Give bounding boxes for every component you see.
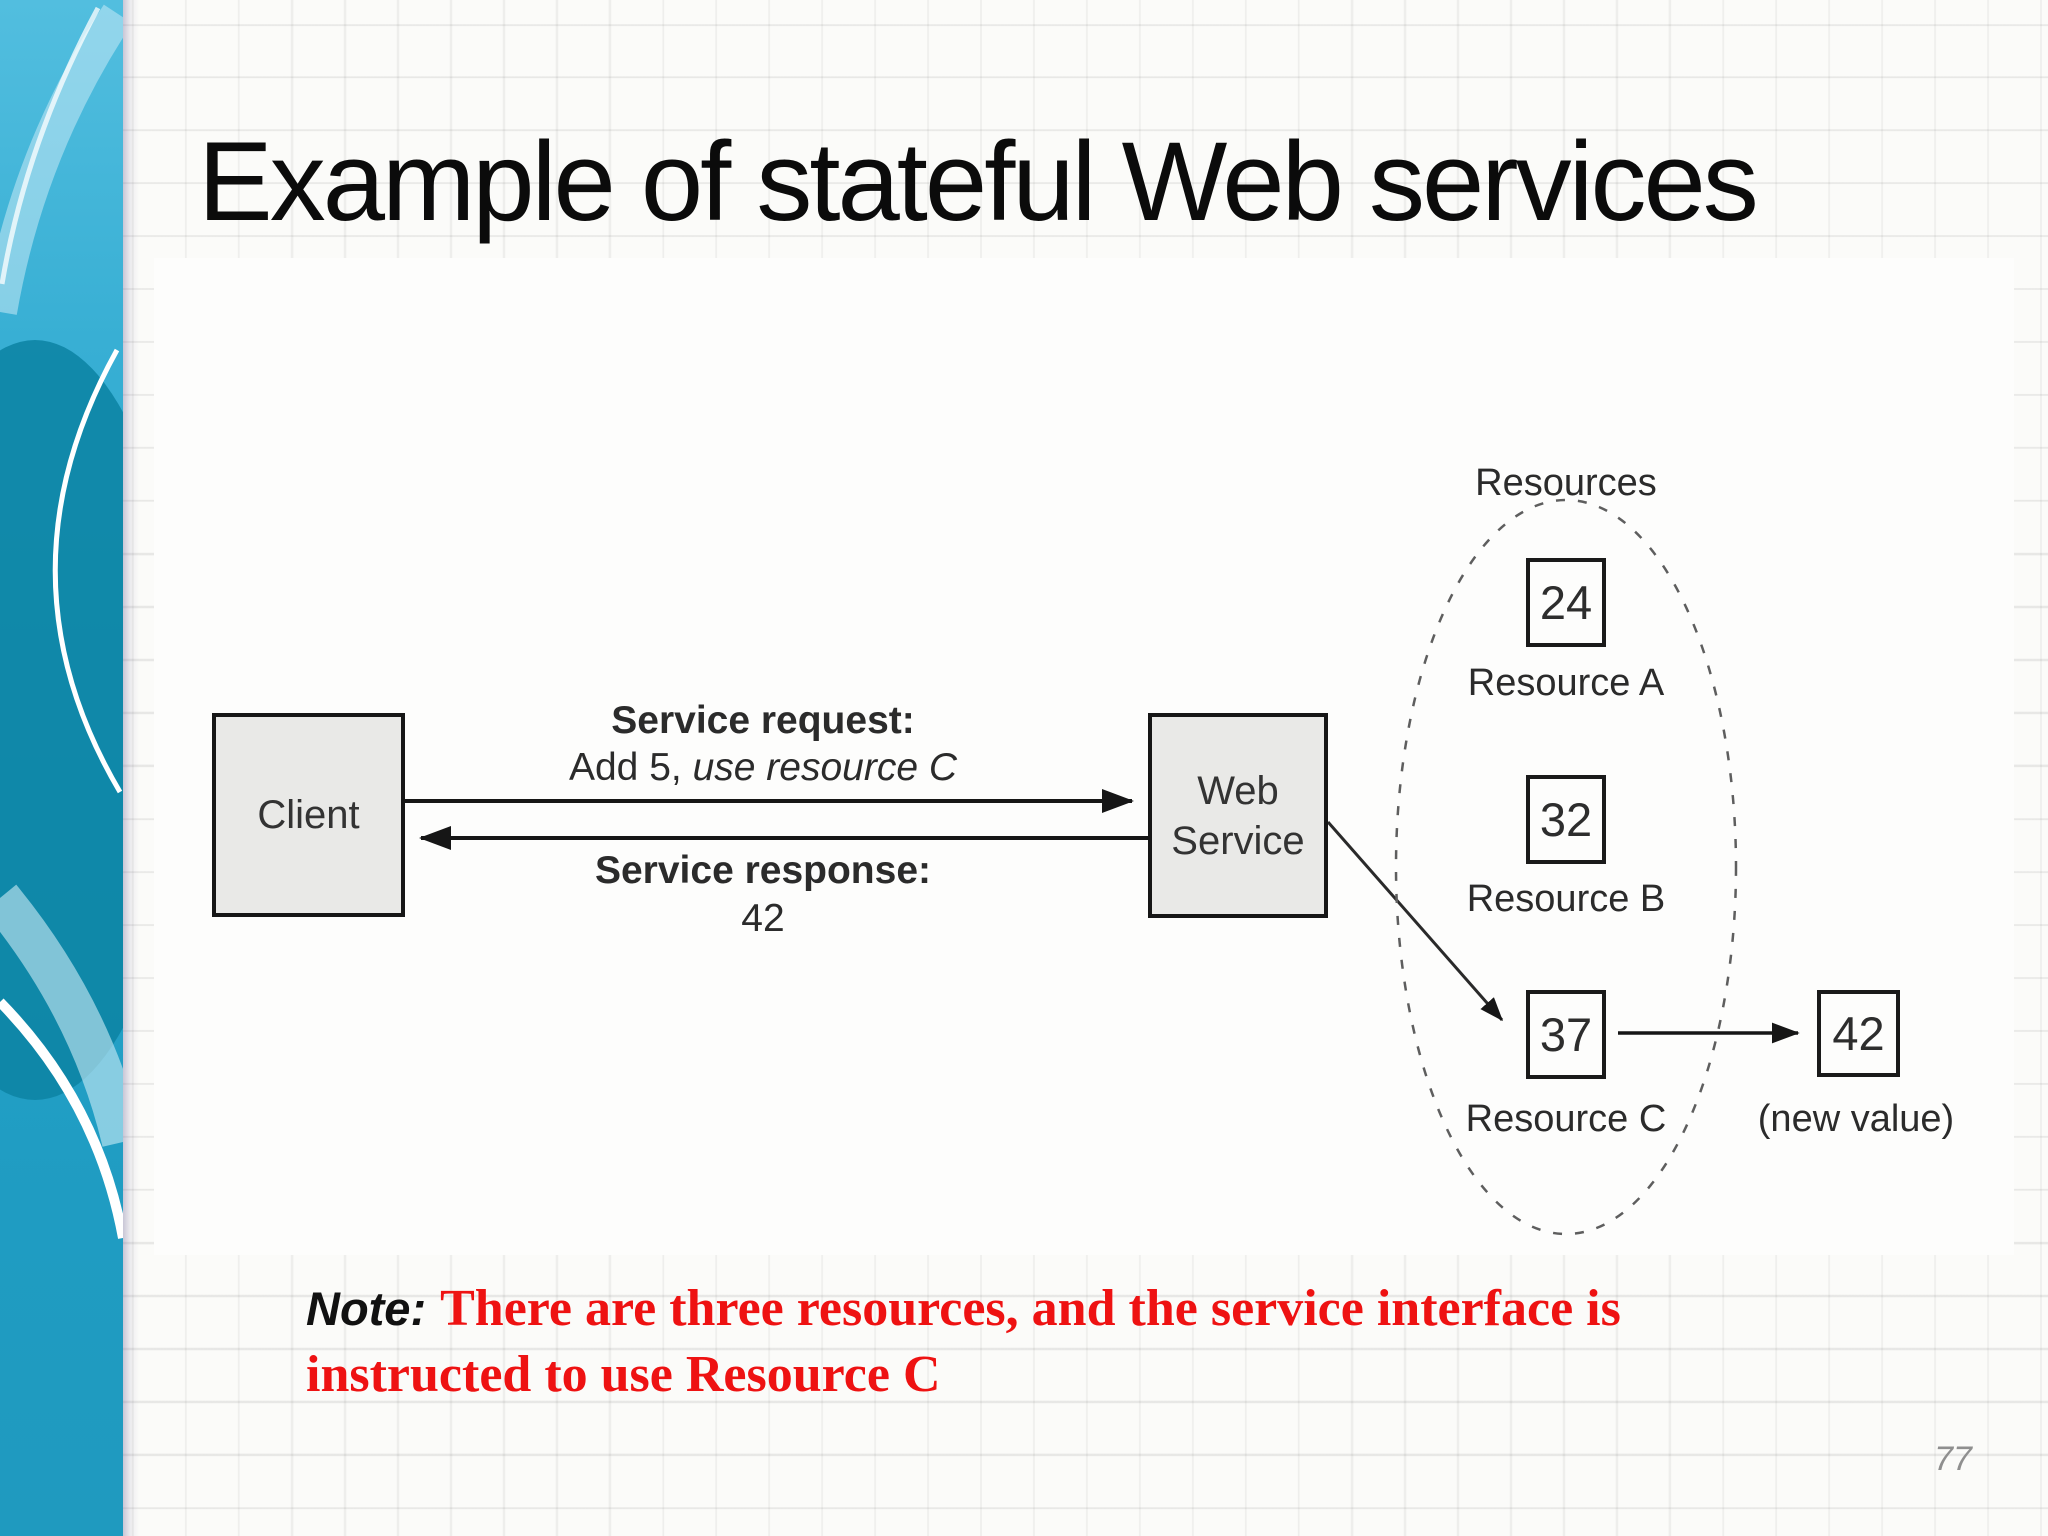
web-service-box: Web Service (1148, 713, 1328, 918)
resource-a-label: Resource A (1467, 662, 1665, 704)
note-body: There are three resources, and the servi… (306, 1280, 1621, 1403)
client-label: Client (257, 793, 360, 837)
service-response-value: 42 (741, 897, 785, 940)
resource-a-value-box: 24 (1526, 558, 1606, 647)
resource-b-label: Resource B (1466, 878, 1666, 920)
page-title: Example of stateful Web services (198, 119, 1759, 244)
resources-heading: Resources (1475, 462, 1657, 504)
sidebar-decoration (0, 0, 123, 1536)
note-text: Note:There are three resources, and the … (306, 1276, 1706, 1408)
service-request-detail: Add 5, use resource C (568, 746, 958, 789)
resource-c-value-box: 37 (1526, 990, 1606, 1079)
swoosh-graphic (0, 0, 123, 1536)
new-value-box: 42 (1817, 990, 1900, 1077)
service-request-label: Service request: (611, 699, 915, 742)
resource-c-label: Resource C (1465, 1098, 1667, 1140)
sidebar-edge-shadow (123, 0, 139, 1536)
service-response-label: Service response: (594, 849, 931, 892)
client-box: Client (212, 713, 405, 917)
web-service-label: Web Service (1171, 768, 1305, 863)
new-value-label: (new value) (1757, 1098, 1955, 1140)
page-number: 77 (1934, 1440, 1972, 1478)
resource-b-value-box: 32 (1526, 775, 1606, 864)
note-prefix: Note: (306, 1282, 427, 1335)
